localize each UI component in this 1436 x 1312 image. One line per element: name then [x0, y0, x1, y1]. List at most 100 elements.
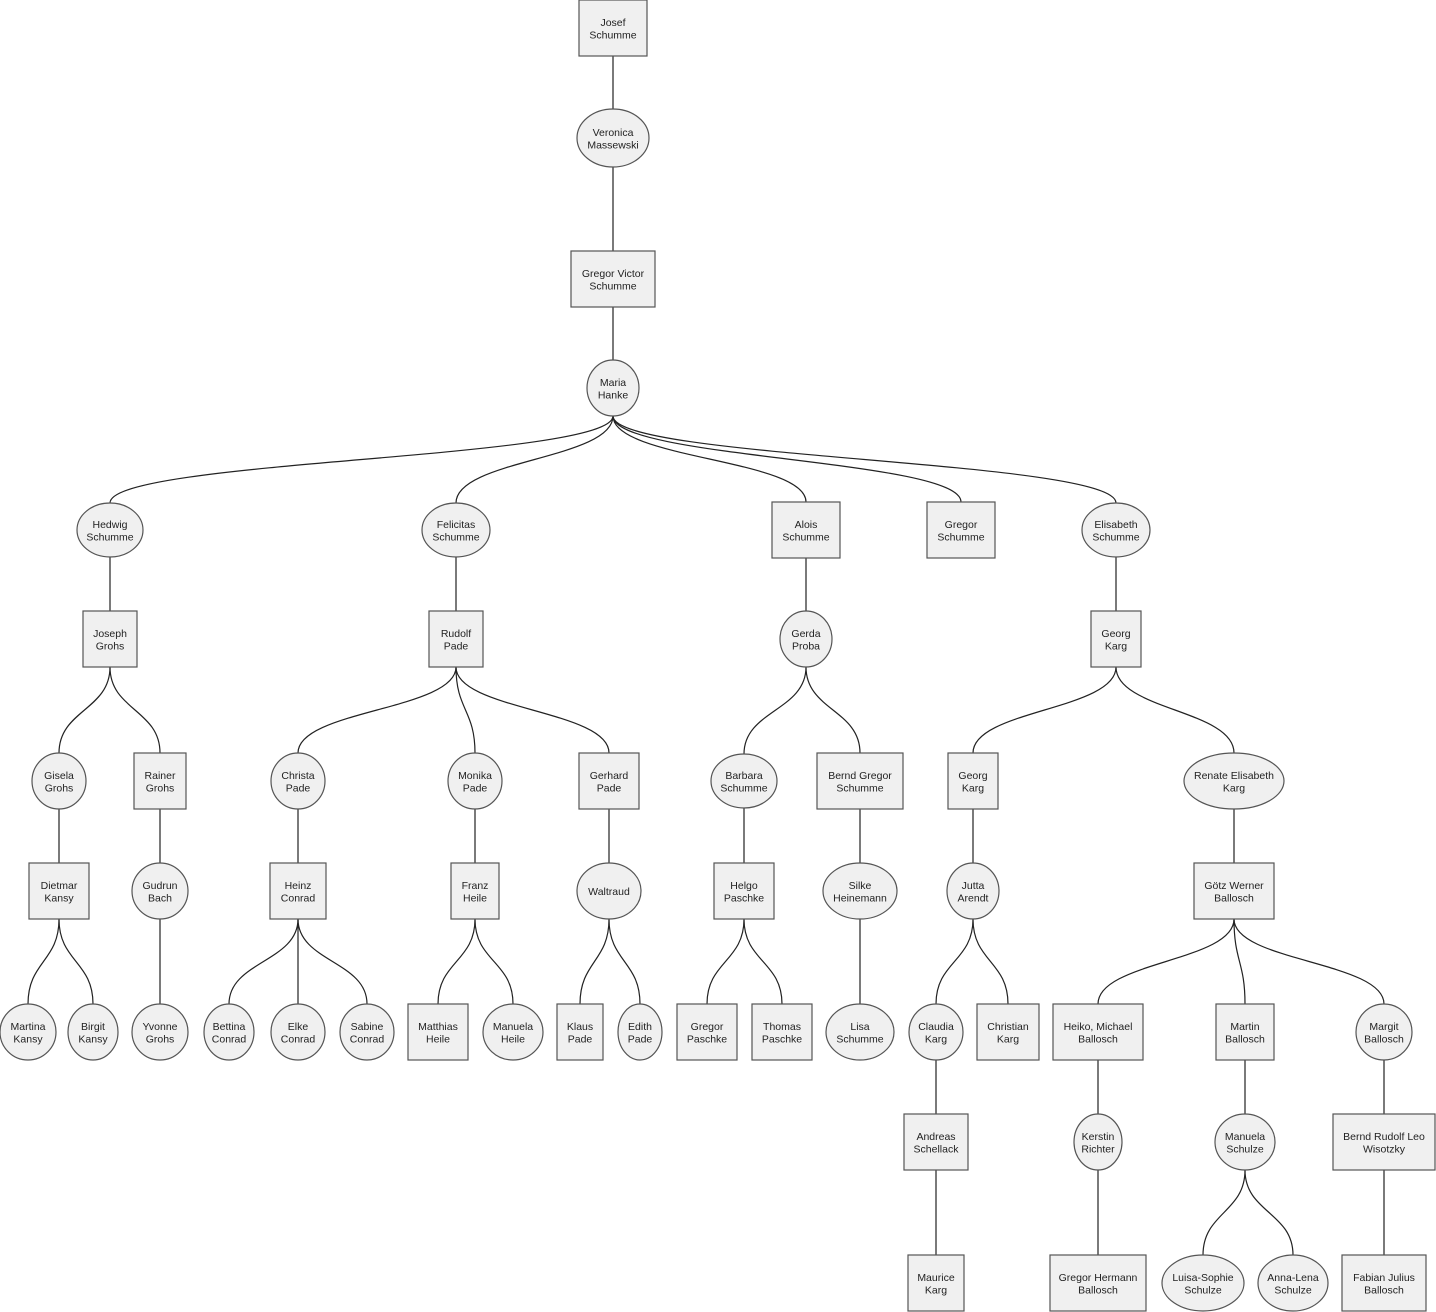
edge-layer	[27, 56, 1385, 1256]
person-name-line-1: Hedwig	[92, 519, 127, 531]
edge-goetz-to-heiko	[1097, 918, 1235, 1005]
edge-maria-to-gregor_s	[612, 415, 962, 503]
person-name-line-1: Dietmar	[41, 880, 78, 892]
person-oval	[586, 359, 640, 417]
person-name-line-1: Renate Elisabeth	[1194, 770, 1274, 782]
edge-waltraud-to-edith	[608, 918, 641, 1005]
person-oval	[576, 108, 650, 168]
person-name-line-2: Conrad	[281, 1033, 316, 1045]
person-name-line-2: Ballosch	[1078, 1033, 1118, 1045]
person-name-line-1: Claudia	[918, 1021, 954, 1033]
person-box	[578, 0, 648, 57]
edge-heinz-to-bettina	[228, 918, 299, 1005]
person-name-line-2: Ballosch	[1225, 1033, 1265, 1045]
edge-franz-to-matthias	[437, 918, 476, 1005]
person-oval	[617, 1003, 663, 1061]
person-oval	[482, 1003, 544, 1061]
person-oval	[1355, 1003, 1413, 1061]
person-name-line-2: Karg	[925, 1033, 947, 1045]
person-name-line-2: Pade	[628, 1033, 653, 1045]
person-name-line-1: Jutta	[962, 880, 985, 892]
person-box	[676, 1003, 738, 1061]
person-name-line-1: Gregor Victor	[582, 268, 645, 280]
person-name-line-2: Schumme	[589, 29, 636, 41]
edge-helgo-to-gregor_p	[706, 918, 745, 1005]
person-box	[133, 752, 187, 810]
person-oval	[447, 752, 503, 810]
edge-jutta-to-christian	[972, 918, 1009, 1005]
person-name-line-2: Massewski	[587, 139, 638, 151]
person-box	[428, 610, 484, 668]
person-oval	[31, 752, 87, 810]
person-oval	[76, 502, 144, 558]
person-name-line-1: Silke	[849, 880, 872, 892]
person-name-line-1: Bernd Rudolf Leo	[1343, 1131, 1425, 1143]
person-name-line-2: Conrad	[350, 1033, 385, 1045]
edge-jutta-to-claudia	[935, 918, 974, 1005]
person-node-waltraud[interactable]: Waltraud	[576, 862, 642, 920]
person-name-line-2: Ballosch	[1364, 1284, 1404, 1296]
edge-gerda-to-bernd_gregor	[805, 666, 861, 754]
person-name-line-1: Heinz	[285, 880, 312, 892]
person-name-line-2: Schumme	[782, 531, 829, 543]
